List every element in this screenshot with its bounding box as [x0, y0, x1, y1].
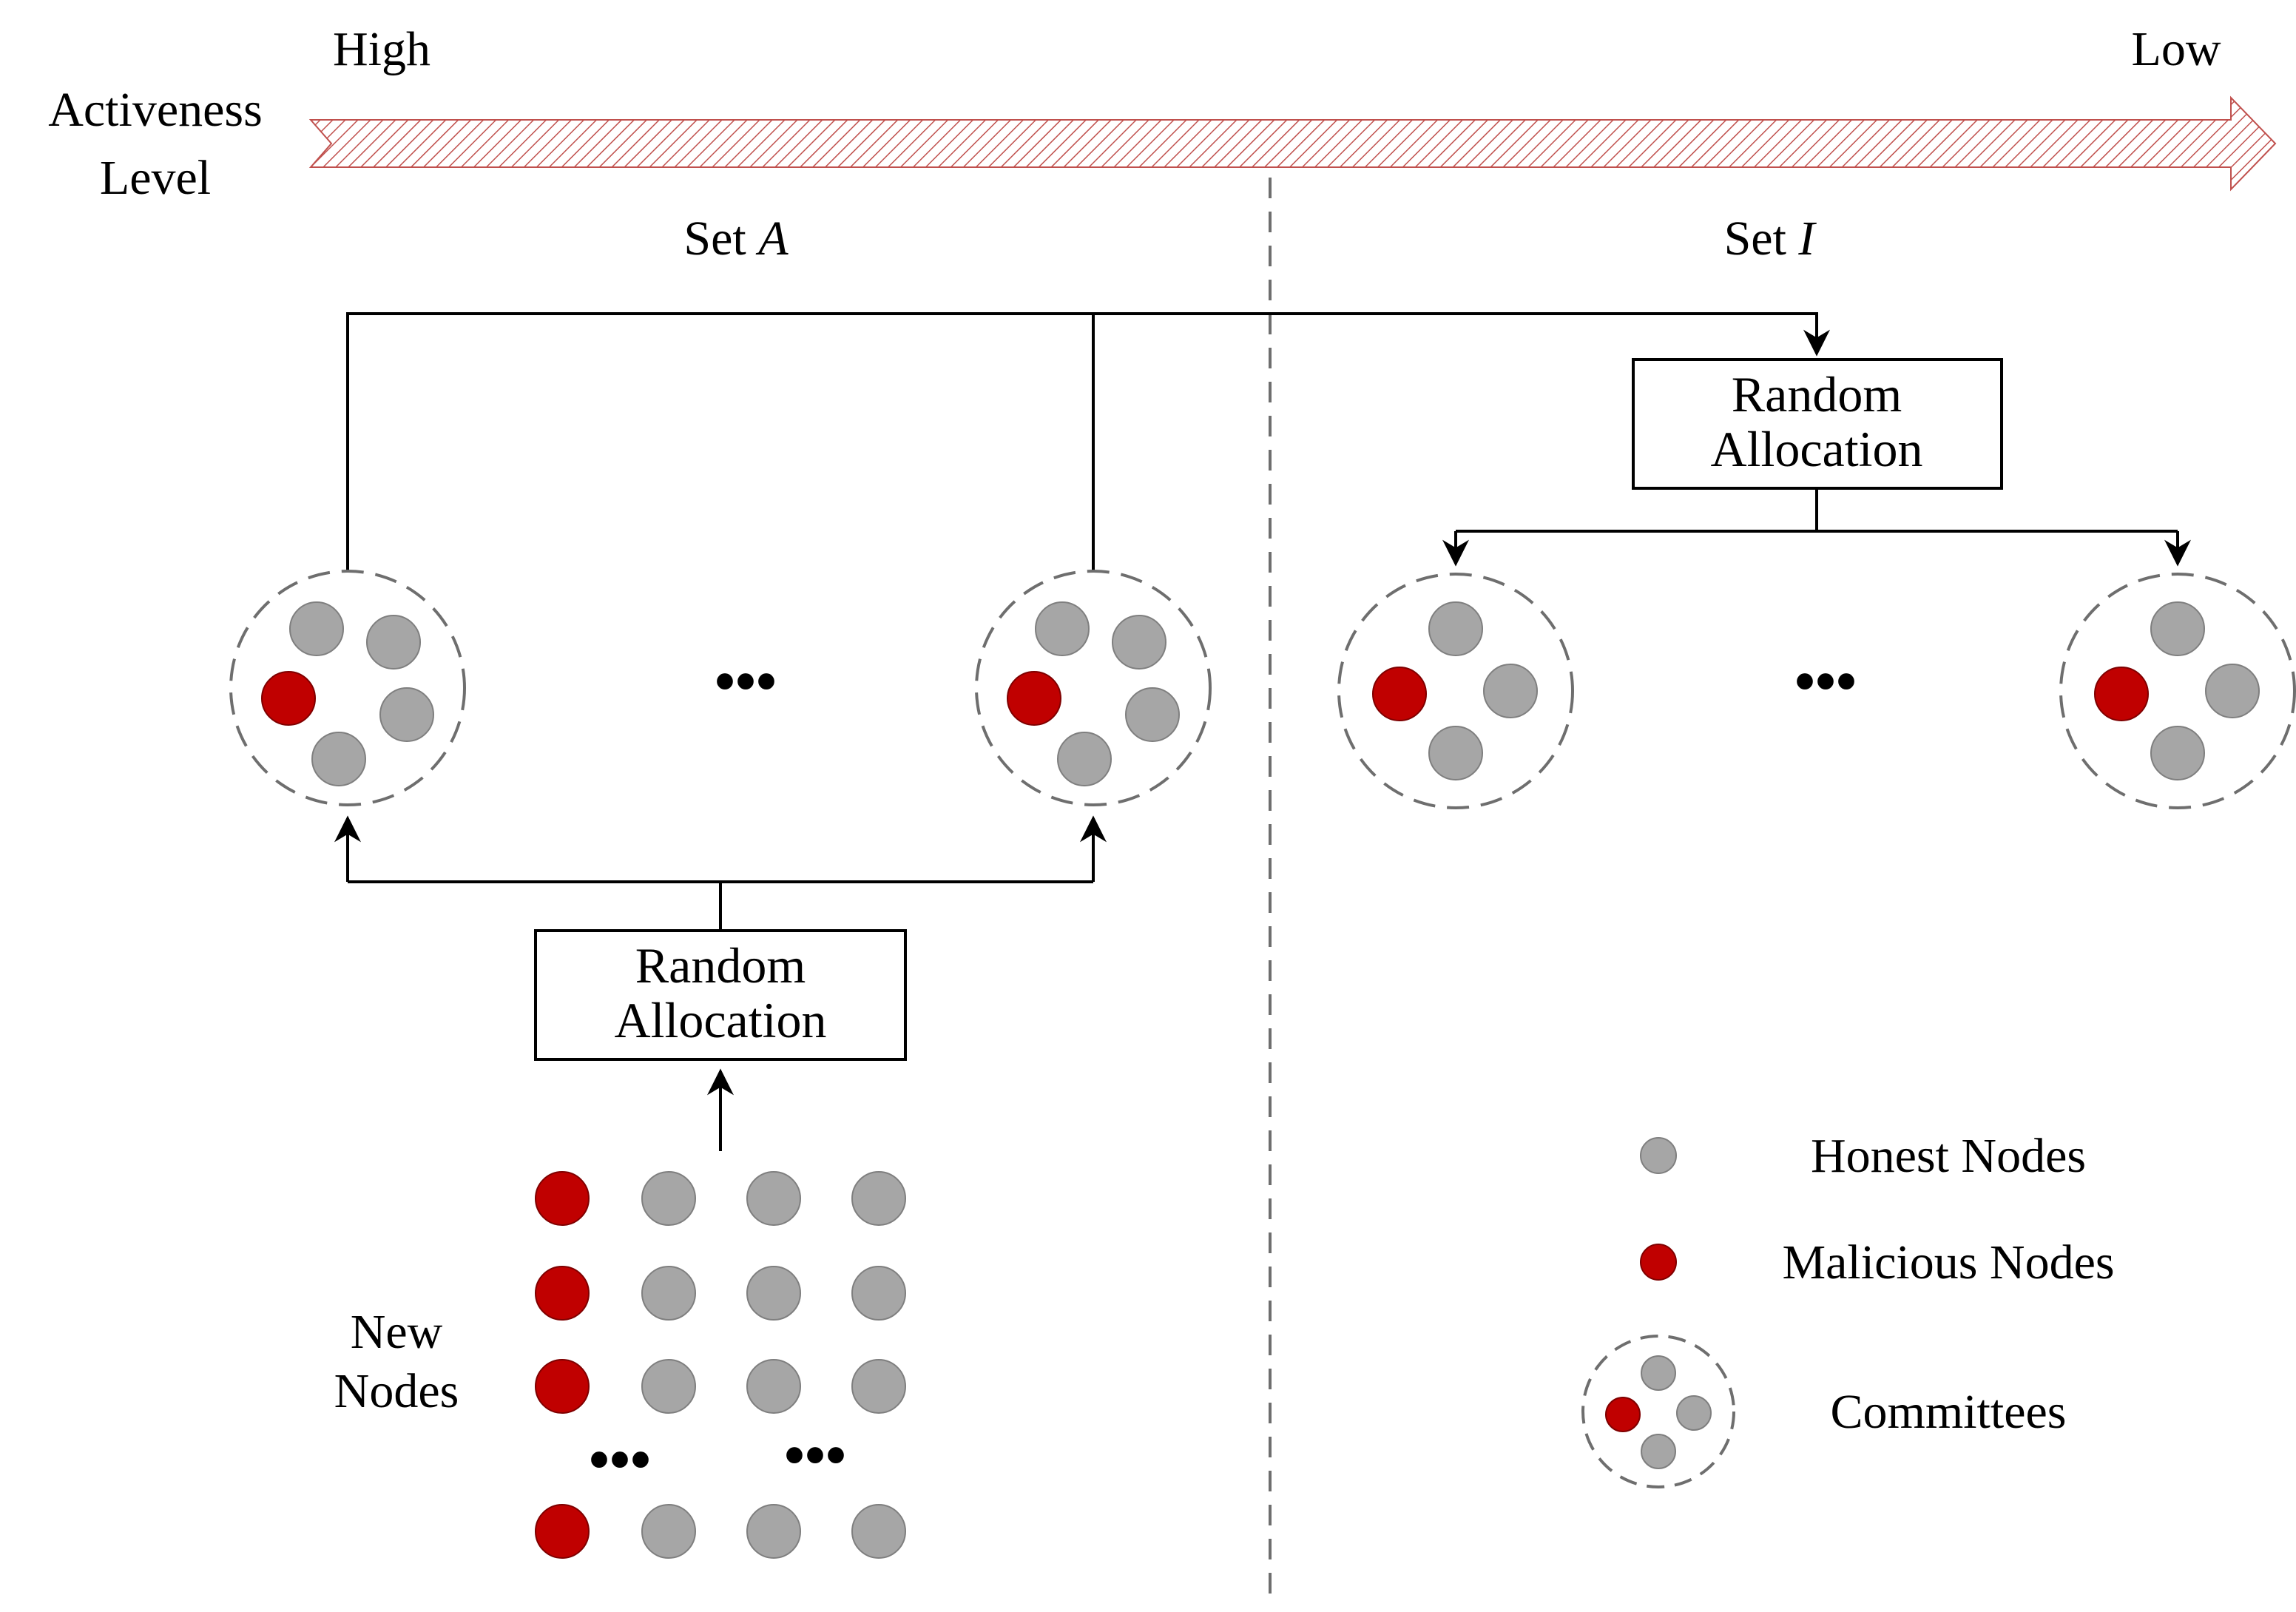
legend-malicious-marker: [1640, 1244, 1677, 1281]
set-a-committee-2: [975, 570, 1212, 806]
legend-committees-label: Committees: [1831, 1385, 2067, 1439]
top-connector: [346, 312, 1830, 571]
set-i-ellipsis: •••: [1794, 650, 1857, 715]
activeness-arrow: [308, 95, 2277, 192]
set-i-label: Set I: [1724, 212, 1817, 266]
left-allocation-connector: [334, 815, 1107, 1151]
axis-title-line2: Level: [100, 151, 211, 205]
right-allocation-connector: [1442, 488, 2191, 567]
legend-honest-label: Honest Nodes: [1811, 1129, 2086, 1183]
new-nodes-label-line1: New: [351, 1305, 443, 1359]
legend-committee-marker: [1581, 1335, 1735, 1488]
axis-high-label: High: [333, 22, 430, 76]
set-i-committee-2: [2059, 573, 2296, 809]
new-nodes-ellipsis-right: •••: [784, 1423, 846, 1488]
random-allocation-box-left: [534, 929, 907, 1061]
set-a-committee-1: [229, 570, 466, 806]
random-allocation-left-line2: Allocation: [614, 992, 826, 1048]
new-nodes-label-line2: Nodes: [334, 1364, 459, 1418]
set-a-label: Set A: [683, 212, 789, 266]
random-allocation-box-right: [1632, 358, 2003, 490]
set-a-ellipsis: •••: [715, 650, 777, 715]
random-allocation-right-line2: Allocation: [1710, 421, 1922, 477]
set-i-committee-1: [1337, 573, 1574, 809]
random-allocation-left-line1: Random: [635, 937, 806, 994]
legend: Honest Nodes Malicious Nodes Committees: [1581, 1129, 2115, 1488]
axis-title-line1: Activeness: [48, 83, 263, 137]
random-allocation-right-line1: Random: [1732, 366, 1902, 422]
new-nodes-grid: [535, 1171, 906, 1559]
legend-malicious-label: Malicious Nodes: [1782, 1235, 2114, 1289]
new-nodes-ellipsis-left: •••: [589, 1428, 651, 1493]
axis-low-label: Low: [2132, 22, 2221, 76]
legend-honest-marker: [1640, 1137, 1677, 1174]
